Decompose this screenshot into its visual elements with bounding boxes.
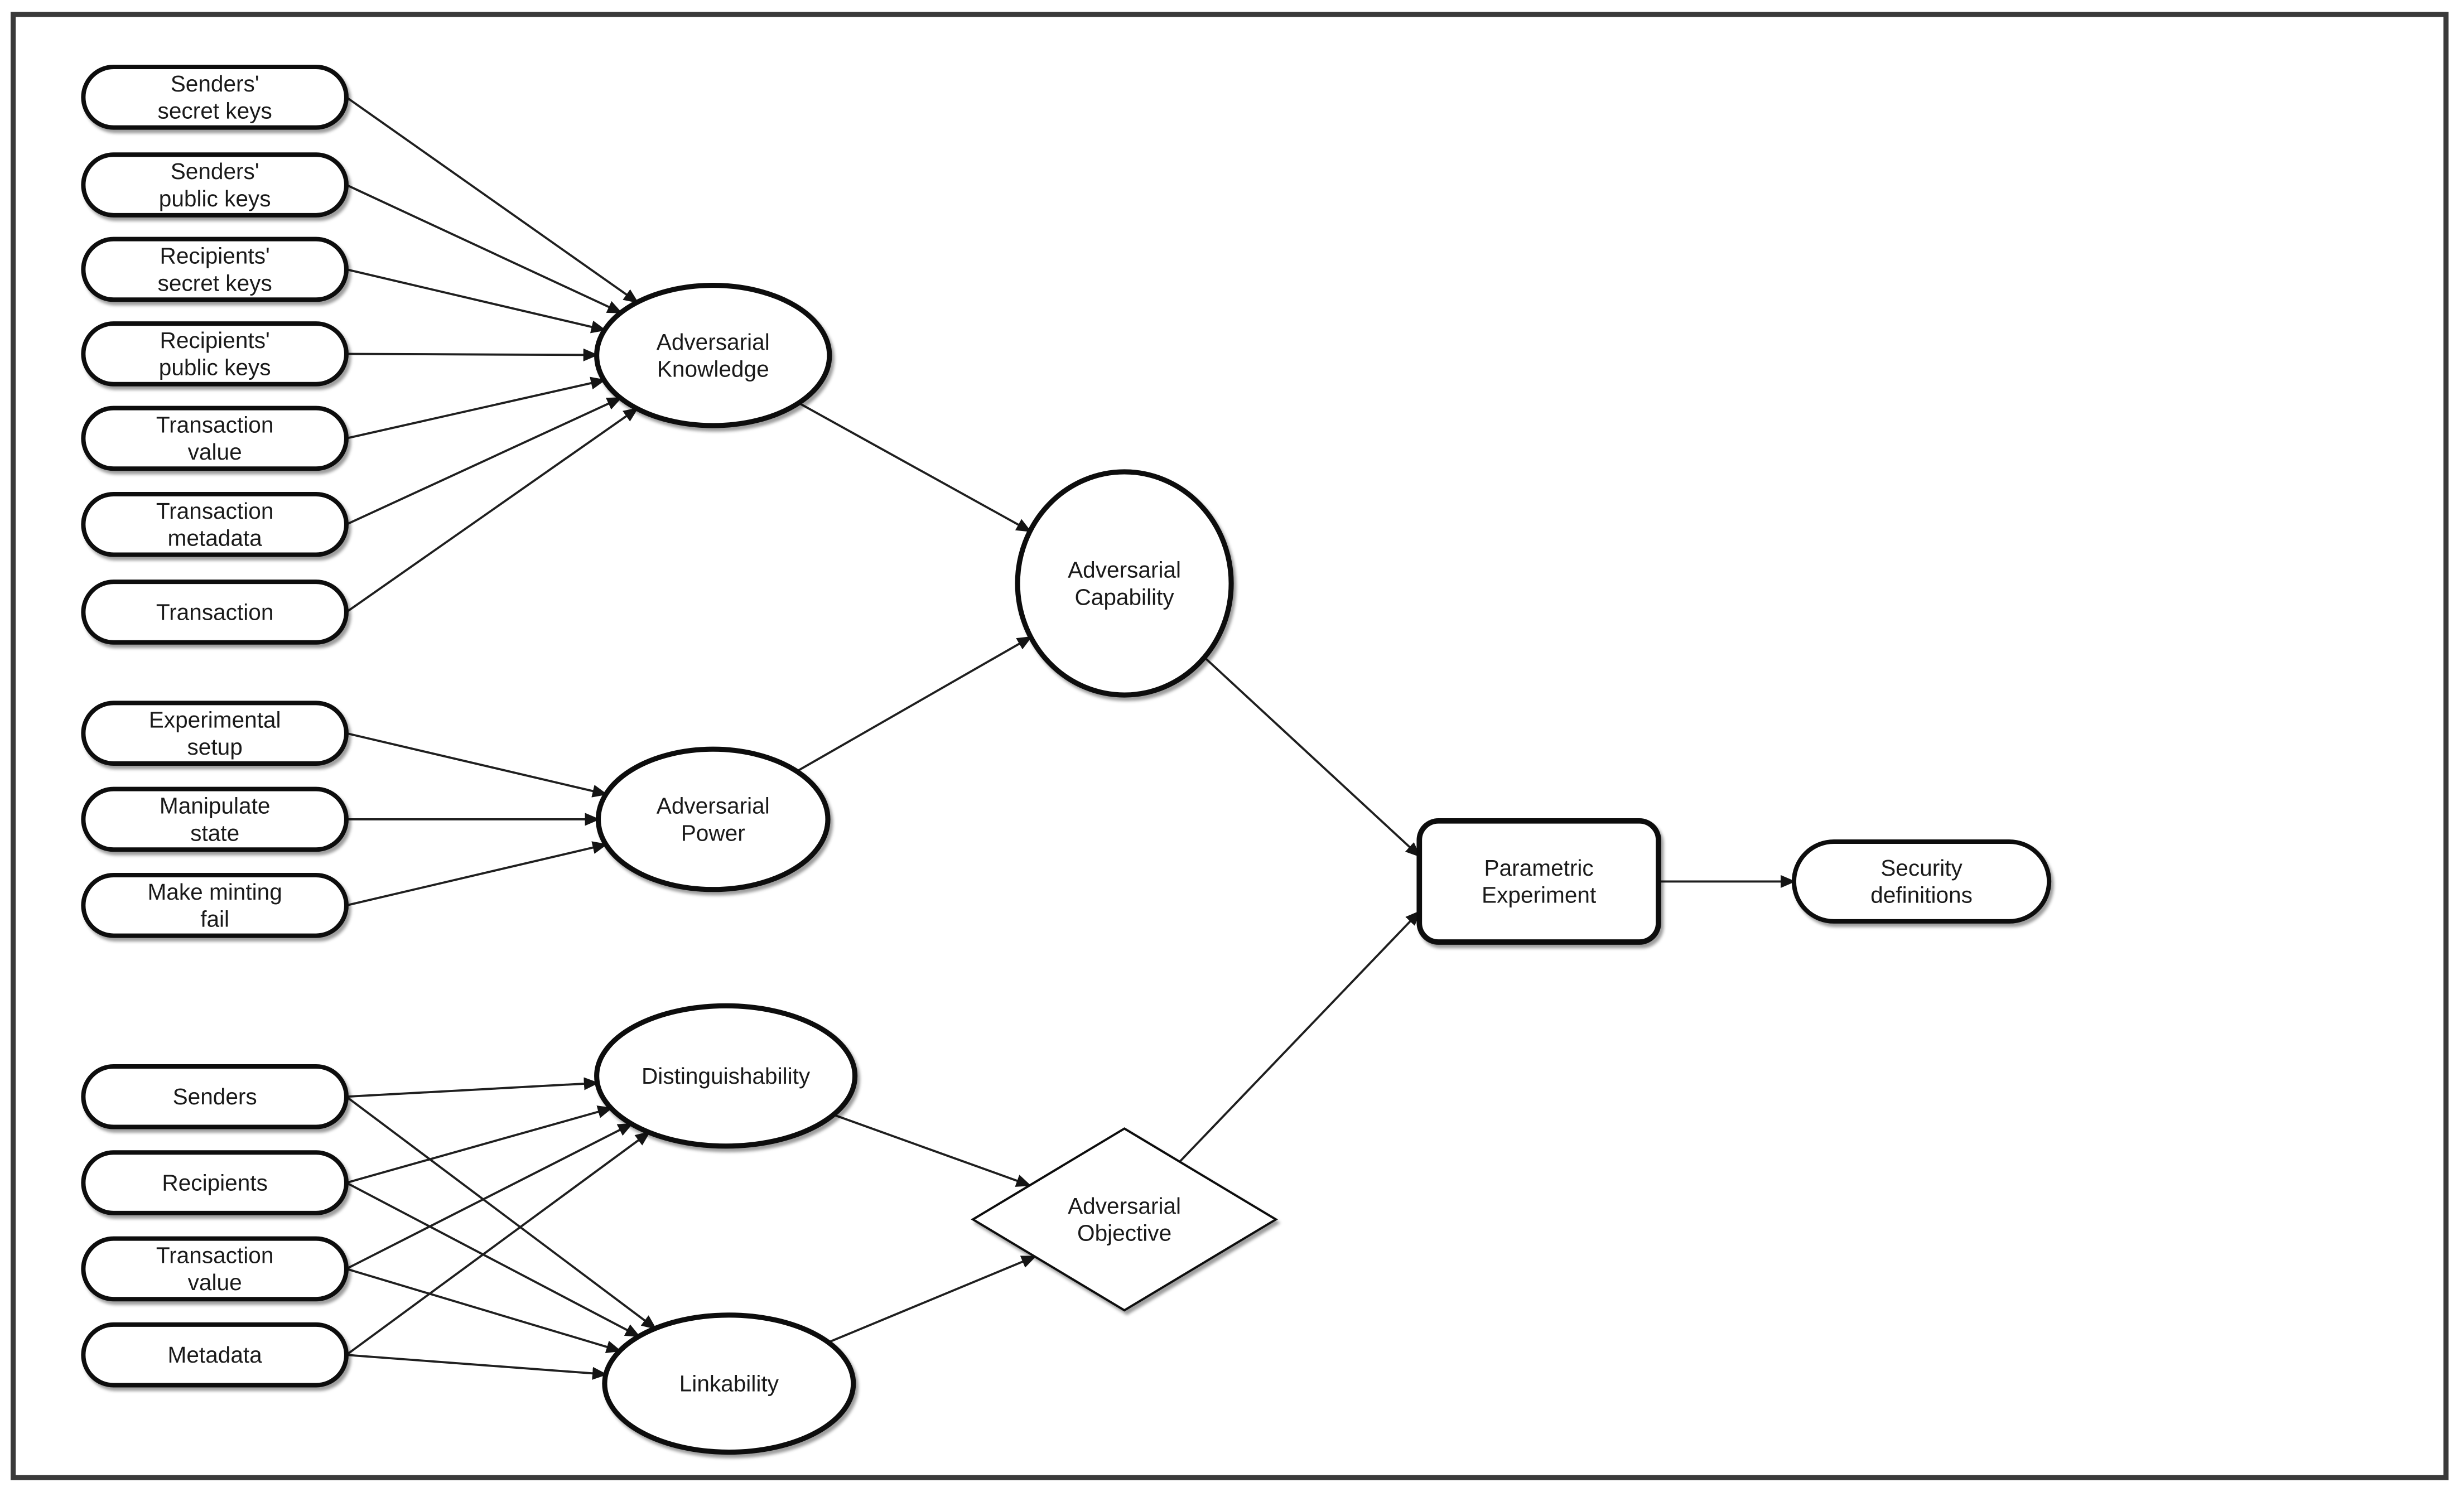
edge-make-minting-fail-to-adversarial-power bbox=[346, 841, 608, 907]
edge-recipients-to-linkability bbox=[346, 1181, 641, 1338]
node-senders: Senders bbox=[81, 1064, 349, 1129]
recipients-public-keys-label: Recipients'public keys bbox=[159, 327, 271, 380]
diagram-frame bbox=[11, 12, 2449, 1480]
senders-label: Senders bbox=[173, 1084, 257, 1109]
edge-distinguishability-to-adversarial-objective bbox=[833, 1113, 1031, 1187]
experimental-setup-shape bbox=[81, 701, 349, 766]
edge-experimental-setup-to-adversarial-power bbox=[346, 732, 608, 798]
edge-linkability-to-adversarial-objective bbox=[828, 1256, 1037, 1344]
node-metadata: Metadata bbox=[81, 1322, 349, 1388]
edge-senders-secret-keys-to-adversarial-knowledge bbox=[345, 96, 639, 303]
security-definitions-shape bbox=[1791, 839, 2052, 924]
senders-shape bbox=[81, 1064, 349, 1129]
edge-senders-public-keys-to-adversarial-knowledge bbox=[346, 184, 623, 314]
edge-metadata-to-linkability bbox=[346, 1354, 607, 1380]
edge-recipients-to-distinguishability bbox=[346, 1105, 613, 1184]
edges-layer bbox=[345, 96, 1796, 1380]
node-transaction: Transaction bbox=[81, 580, 349, 645]
edge-senders-to-linkability bbox=[345, 1095, 657, 1330]
edge-adversarial-objective-to-parametric-experiment bbox=[1179, 910, 1421, 1163]
transaction-metadata-shape bbox=[81, 491, 349, 557]
transaction-shape bbox=[81, 580, 349, 645]
metadata-shape bbox=[81, 1322, 349, 1388]
edge-adversarial-knowledge-to-adversarial-capability bbox=[798, 402, 1032, 532]
senders-public-keys-shape bbox=[81, 152, 349, 218]
linkability-label: Linkability bbox=[679, 1371, 779, 1397]
edge-transaction-value-to-adversarial-knowledge bbox=[346, 376, 606, 440]
adversarial-objective-shape bbox=[971, 1127, 1278, 1312]
recipients-secret-keys-shape bbox=[81, 236, 349, 302]
adversarial-knowledge-shape bbox=[594, 282, 832, 428]
node-senders-secret-keys: Senders'secret keys bbox=[81, 65, 349, 130]
node-linkability: Linkability bbox=[602, 1312, 856, 1455]
distinguishability-label: Distinguishability bbox=[642, 1063, 811, 1089]
make-minting-fail-shape bbox=[81, 872, 349, 938]
senders-secret-keys-shape bbox=[81, 65, 349, 130]
adversarial-capability-shape bbox=[1015, 469, 1234, 698]
edge-recipients-public-keys-to-adversarial-knowledge bbox=[346, 348, 599, 361]
metadata-label: Metadata bbox=[168, 1342, 263, 1368]
edge-recipients-secret-keys-to-adversarial-knowledge bbox=[346, 268, 606, 334]
recipients-label: Recipients bbox=[162, 1170, 267, 1196]
node-recipients: Recipients bbox=[81, 1150, 349, 1215]
edge-senders-to-distinguishability bbox=[346, 1077, 599, 1098]
manipulate-state-shape bbox=[81, 786, 349, 852]
edge-adversarial-capability-to-parametric-experiment bbox=[1203, 656, 1421, 857]
edge-metadata-to-distinguishability bbox=[345, 1131, 651, 1356]
edge-transaction-metadata-to-adversarial-knowledge bbox=[346, 397, 623, 526]
transaction-value-shape bbox=[81, 405, 349, 471]
transaction-label: Transaction bbox=[156, 599, 274, 625]
parametric-experiment-shape bbox=[1416, 818, 1661, 945]
node-recipients-secret-keys: Recipients'secret keys bbox=[81, 236, 349, 302]
node-recipients-public-keys: Recipients'public keys bbox=[81, 321, 349, 387]
recipients-secret-keys-label: Recipients'secret keys bbox=[158, 243, 272, 296]
node-distinguishability: Distinguishability bbox=[594, 1003, 858, 1149]
adversarial-power-shape bbox=[595, 746, 831, 892]
transaction-value-2-shape bbox=[81, 1236, 349, 1302]
senders-secret-keys-label: Senders'secret keys bbox=[158, 71, 272, 124]
edge-transaction-value-2-to-linkability bbox=[346, 1268, 622, 1354]
node-senders-public-keys: Senders'public keys bbox=[81, 152, 349, 218]
distinguishability-shape bbox=[594, 1003, 858, 1149]
linkability-shape bbox=[602, 1312, 856, 1455]
recipients-public-keys-shape bbox=[81, 321, 349, 387]
senders-public-keys-label: Senders'public keys bbox=[159, 158, 271, 211]
edge-transaction-to-adversarial-knowledge bbox=[345, 407, 639, 614]
edge-adversarial-power-to-adversarial-capability bbox=[796, 636, 1033, 772]
recipients-shape bbox=[81, 1150, 349, 1215]
edge-transaction-value-2-to-distinguishability bbox=[346, 1123, 633, 1270]
